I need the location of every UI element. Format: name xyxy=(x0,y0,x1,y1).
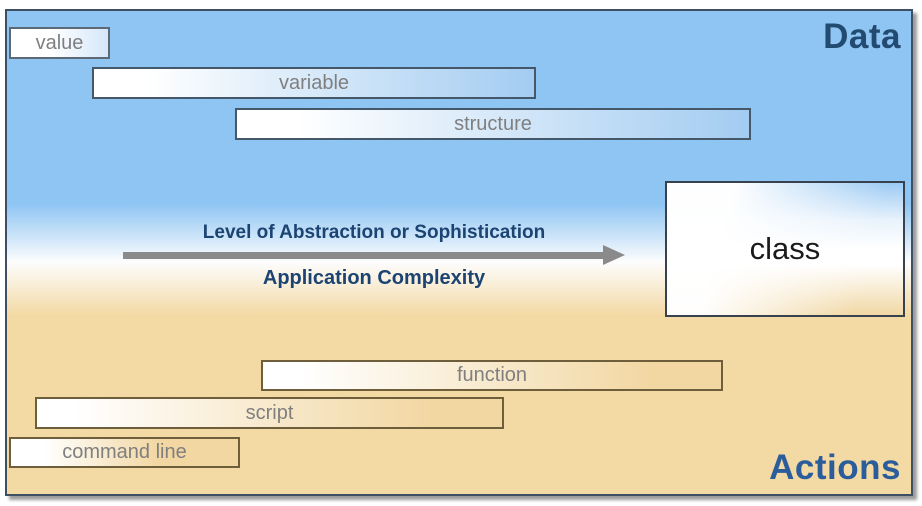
right-arrow-icon xyxy=(123,245,625,265)
box-function: function xyxy=(261,360,723,391)
diagram-frame: Data value variable structure class Leve… xyxy=(5,9,913,496)
box-script: script xyxy=(35,397,504,429)
axis-title-line2: Application Complexity xyxy=(262,267,486,289)
box-script-label: script xyxy=(245,401,294,424)
box-structure: structure xyxy=(235,108,751,140)
box-class-label: class xyxy=(749,231,821,266)
box-class: class xyxy=(665,181,905,317)
region-label-actions: Actions xyxy=(769,448,901,487)
arrow-shaft xyxy=(123,251,603,259)
arrow-head xyxy=(603,245,625,265)
axis-title-line1: Level of Abstraction or Sophistication xyxy=(202,222,546,243)
box-command-line: command line xyxy=(9,437,240,468)
box-variable: variable xyxy=(92,67,536,99)
box-value-label: value xyxy=(35,31,84,54)
box-structure-label: structure xyxy=(454,112,532,135)
abstraction-axis: Level of Abstraction or Sophistication A… xyxy=(123,222,625,290)
box-command-line-label: command line xyxy=(62,441,187,463)
box-function-label: function xyxy=(456,364,528,386)
box-variable-label: variable xyxy=(278,71,350,94)
box-value: value xyxy=(9,27,110,59)
region-label-data: Data xyxy=(823,17,901,56)
